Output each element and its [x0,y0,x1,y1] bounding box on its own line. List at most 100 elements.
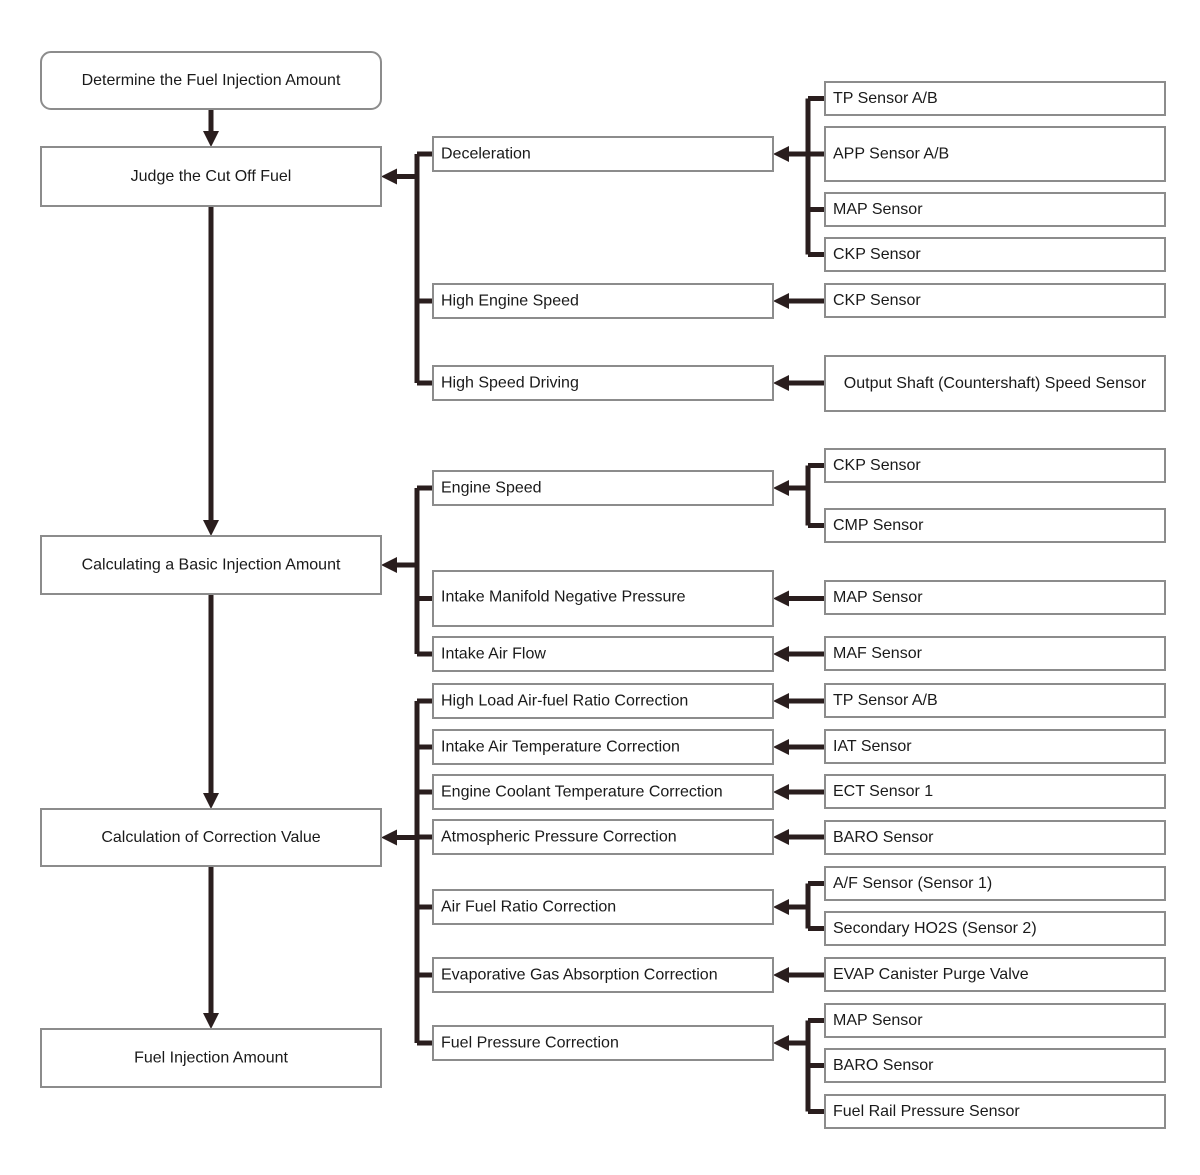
sensor-ckp-sensor-frame [824,283,1166,318]
condition-engine-coolant-temperature-correction-frame [432,774,774,810]
arrow-left-icon [773,739,789,755]
sensor-baro-sensor-frame [824,820,1166,855]
step-fuel-injection-amount: Fuel Injection Amount [40,1028,382,1088]
condition-engine-coolant-temperature-correction: Engine Coolant Temperature Correction [432,774,774,810]
step-fuel-injection-amount-label: Fuel Injection Amount [134,1050,288,1067]
sensor-tp-sensor-a-b-label: TP Sensor A/B [833,90,938,107]
sensor-maf-sensor-frame [824,636,1166,671]
condition-high-load-air-fuel-ratio-correction-frame [432,683,774,719]
sensor-map-sensor: MAP Sensor [824,1003,1166,1038]
condition-air-fuel-ratio-correction: Air Fuel Ratio Correction [432,889,774,925]
sensor-cmp-sensor-label: CMP Sensor [833,517,924,534]
condition-engine-speed-frame [432,470,774,506]
condition-intake-air-temperature-correction: Intake Air Temperature Correction [432,729,774,765]
condition-deceleration-frame [432,136,774,172]
sensor-app-sensor-a-b-frame [824,126,1166,182]
condition-air-fuel-ratio-correction-frame [432,889,774,925]
arrow-left-icon [773,829,789,845]
step-calculating-a-basic-injection-amount: Calculating a Basic Injection Amount [40,535,382,595]
condition-high-speed-driving-label: High Speed Driving [441,375,579,392]
connectors [203,96,825,1114]
sensor-maf-sensor: MAF Sensor [824,636,1166,671]
sensor-baro-sensor: BARO Sensor [824,820,1166,855]
step-judge-the-cut-off-fuel-frame [40,146,382,207]
sensor-ckp-sensor-label: CKP Sensor [833,246,921,263]
sensor-ect-sensor-1-label: ECT Sensor 1 [833,783,933,800]
arrow-down-icon [203,1013,219,1029]
sensor-fuel-rail-pressure-sensor-label: Fuel Rail Pressure Sensor [833,1103,1020,1120]
sensor-secondary-ho2s-sensor-2-frame [824,911,1166,946]
sensor-output-shaft-countershaft-speed-sensor: Output Shaft (Countershaft) Speed Sensor [824,355,1166,412]
arrow-left-icon [773,1035,789,1051]
sensor-app-sensor-a-b-label: APP Sensor A/B [833,146,949,163]
condition-engine-speed: Engine Speed [432,470,774,506]
sensor-tp-sensor-a-b-label: TP Sensor A/B [833,692,938,709]
step-determine-the-fuel-injection-amount: Determine the Fuel Injection Amount [40,51,382,110]
condition-intake-air-temperature-correction-label: Intake Air Temperature Correction [441,739,680,756]
arrow-down-icon [203,520,219,536]
arrow-left-icon [773,899,789,915]
sensor-tp-sensor-a-b: TP Sensor A/B [824,81,1166,116]
condition-intake-manifold-negative-pressure-frame [432,570,774,627]
condition-high-load-air-fuel-ratio-correction: High Load Air-fuel Ratio Correction [432,683,774,719]
sensor-iat-sensor: IAT Sensor [824,729,1166,764]
condition-fuel-pressure-correction-label: Fuel Pressure Correction [441,1035,619,1052]
arrow-left-icon [773,375,789,391]
arrow-left-icon [381,829,397,846]
nodes: Determine the Fuel Injection AmountJudge… [40,51,1166,1129]
sensor-ckp-sensor-label: CKP Sensor [833,292,921,309]
condition-intake-manifold-negative-pressure-label: Intake Manifold Negative Pressure [441,589,686,606]
condition-high-speed-driving-frame [432,365,774,401]
sensor-ckp-sensor: CKP Sensor [824,237,1166,272]
arrow-left-icon [773,646,789,662]
sensor-secondary-ho2s-sensor-2-label: Secondary HO2S (Sensor 2) [833,920,1037,937]
sensor-ckp-sensor-label: CKP Sensor [833,457,921,474]
step-judge-the-cut-off-fuel: Judge the Cut Off Fuel [40,146,382,207]
sensor-a-f-sensor-sensor-1-label: A/F Sensor (Sensor 1) [833,875,992,892]
sensor-cmp-sensor-frame [824,508,1166,543]
condition-atmospheric-pressure-correction-label: Atmospheric Pressure Correction [441,829,677,846]
condition-air-fuel-ratio-correction-label: Air Fuel Ratio Correction [441,899,616,916]
step-calculating-a-basic-injection-amount-frame [40,535,382,595]
condition-high-engine-speed-frame [432,283,774,319]
arrow-left-icon [381,168,397,185]
step-calculating-a-basic-injection-amount-label: Calculating a Basic Injection Amount [82,557,341,574]
sensor-baro-sensor-label: BARO Sensor [833,1057,934,1074]
sensor-ckp-sensor: CKP Sensor [824,283,1166,318]
condition-intake-air-flow-frame [432,636,774,672]
sensor-map-sensor-label: MAP Sensor [833,589,923,606]
condition-deceleration-label: Deceleration [441,146,531,163]
sensor-tp-sensor-a-b-frame [824,81,1166,116]
sensor-map-sensor-label: MAP Sensor [833,1012,923,1029]
sensor-baro-sensor: BARO Sensor [824,1048,1166,1083]
arrow-left-icon [773,784,789,800]
condition-high-load-air-fuel-ratio-correction-label: High Load Air-fuel Ratio Correction [441,693,688,710]
step-calculation-of-correction-value: Calculation of Correction Value [40,808,382,867]
sensor-map-sensor-label: MAP Sensor [833,201,923,218]
arrow-left-icon [773,967,789,983]
condition-fuel-pressure-correction-frame [432,1025,774,1061]
condition-intake-air-temperature-correction-frame [432,729,774,765]
sensor-output-shaft-countershaft-speed-sensor-frame [824,355,1166,412]
sensor-maf-sensor-label: MAF Sensor [833,645,923,662]
arrow-left-icon [381,557,397,573]
condition-evaporative-gas-absorption-correction-label: Evaporative Gas Absorption Correction [441,967,718,984]
sensor-a-f-sensor-sensor-1: A/F Sensor (Sensor 1) [824,866,1166,901]
condition-high-speed-driving: High Speed Driving [432,365,774,401]
arrow-down-icon [203,793,219,809]
arrow-down-icon [203,131,219,147]
condition-high-engine-speed: High Engine Speed [432,283,774,319]
sensor-fuel-rail-pressure-sensor-frame [824,1094,1166,1129]
condition-evaporative-gas-absorption-correction-frame [432,957,774,993]
sensor-fuel-rail-pressure-sensor: Fuel Rail Pressure Sensor [824,1094,1166,1129]
arrow-left-icon [773,480,789,496]
sensor-map-sensor-frame [824,1003,1166,1038]
sensor-secondary-ho2s-sensor-2: Secondary HO2S (Sensor 2) [824,911,1166,946]
sensor-evap-canister-purge-valve: EVAP Canister Purge Valve [824,957,1166,992]
condition-intake-air-flow-label: Intake Air Flow [441,646,546,663]
arrow-left-icon [773,293,789,309]
sensor-map-sensor: MAP Sensor [824,192,1166,227]
sensor-ckp-sensor: CKP Sensor [824,448,1166,483]
arrow-left-icon [773,693,789,709]
condition-atmospheric-pressure-correction: Atmospheric Pressure Correction [432,819,774,855]
